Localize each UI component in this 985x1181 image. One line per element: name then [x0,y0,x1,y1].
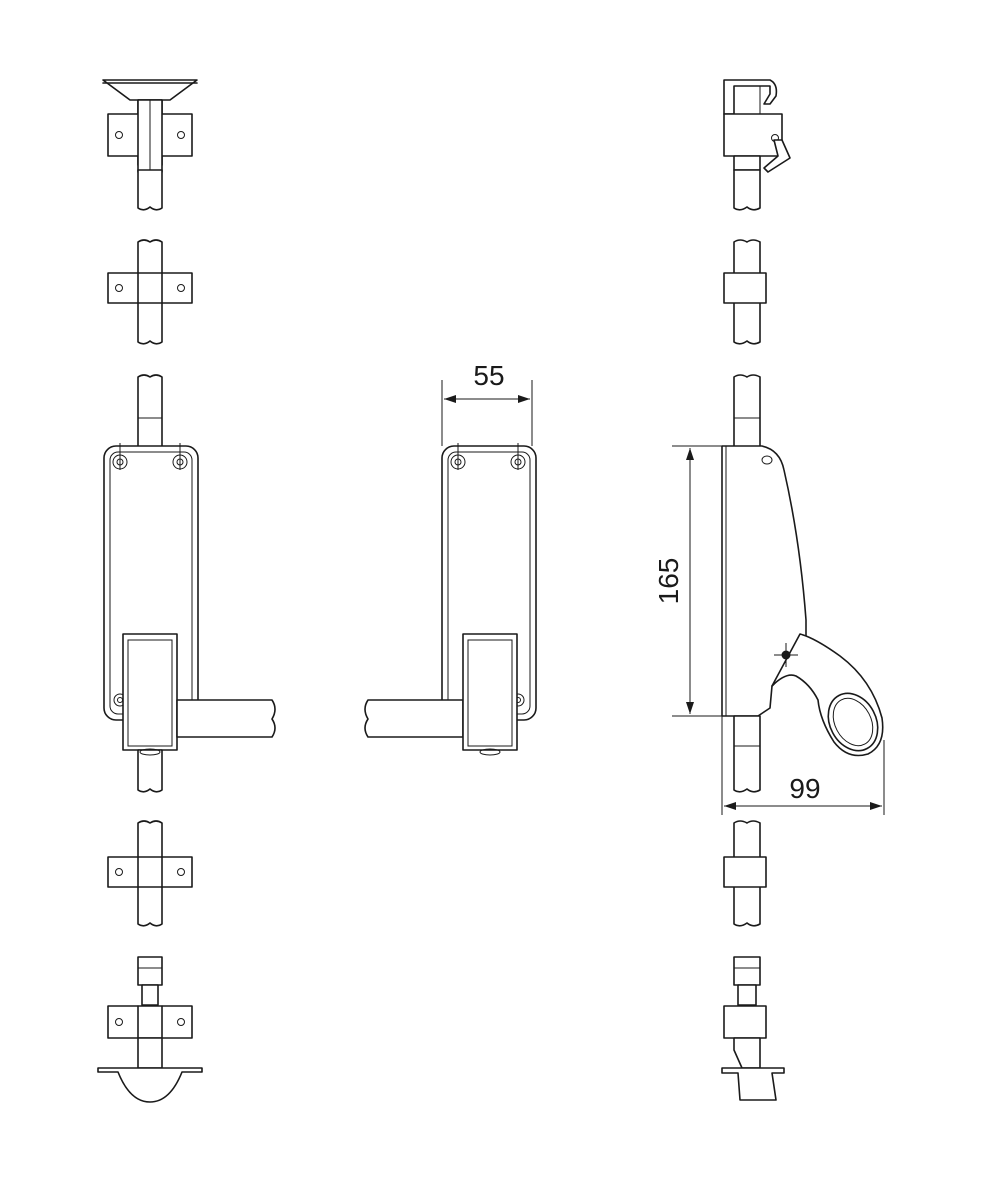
right-rod-segment-3 [733,374,761,451]
right-rod-segment-1 [733,169,761,211]
left-bottom-rod-tip [137,956,163,986]
left-guide-bracket-1 [107,272,193,304]
left-handle-housing [122,633,178,751]
left-rod-segment-4 [137,749,163,793]
right-top-bracket [723,113,783,157]
right-side-view: 165 99 [653,79,885,1101]
right-bottom-rod-tip [733,956,761,986]
middle-lever-arm [364,699,464,738]
middle-screw-top-right [510,443,526,470]
middle-handle-housing [462,633,518,751]
left-screw-top-left [112,443,128,470]
left-rod-segment-1 [137,169,163,211]
projection-dimension: 99 [721,716,885,815]
right-top-hook [723,79,778,115]
left-top-strike-funnel [102,79,198,101]
right-rod-segment-4 [733,715,761,793]
left-screw-top-right [172,443,188,470]
plate-width-dimension: 55 [441,360,533,446]
middle-front-view: 55 [364,360,537,756]
right-guide-bracket-1 [723,272,767,304]
plate-width-label: 55 [473,360,504,391]
left-lever-arm [176,699,276,738]
left-bottom-bracket [107,1005,193,1039]
right-guide-bracket-2 [723,856,767,888]
right-floor-keeper [721,1067,785,1101]
left-guide-bracket-2 [107,856,193,888]
projection-label: 99 [789,773,820,804]
left-rod-segment-3 [137,374,163,451]
right-bottom-bracket [723,1005,767,1039]
left-floor-keeper [97,1067,203,1103]
left-front-view [97,79,276,1103]
right-top-latch [763,139,791,173]
body-height-label: 165 [653,558,684,605]
body-height-dimension: 165 [653,445,722,717]
right-bottom-bolt [733,1037,761,1069]
middle-screw-top-left [450,443,466,470]
